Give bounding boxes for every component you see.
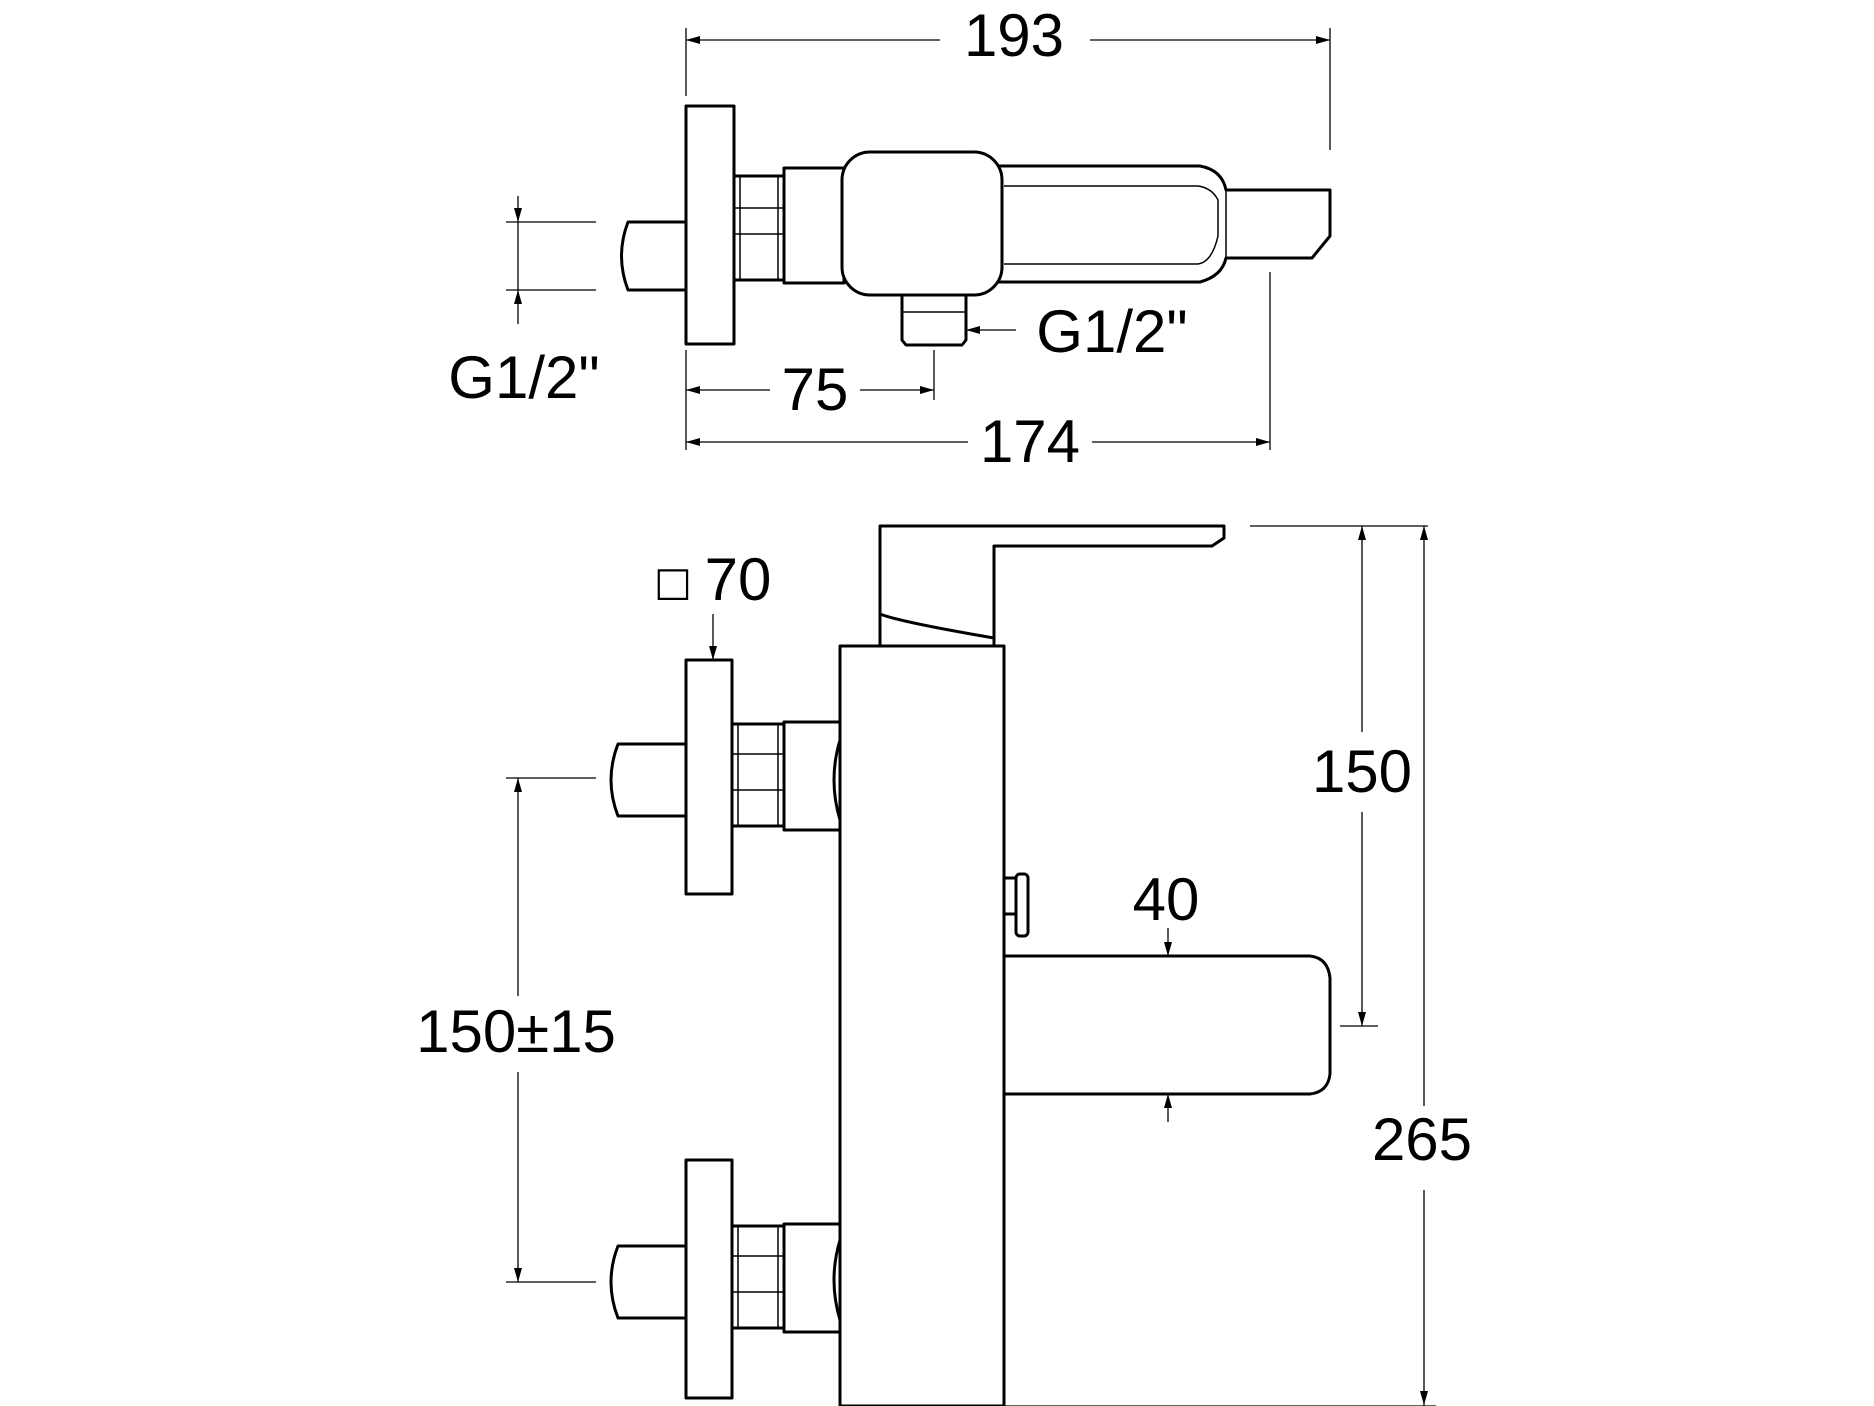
dim-spout-height-label: 150 [1312,738,1412,805]
front-diverter-stem [1002,876,1018,916]
front-spout [1002,954,1332,1096]
dim-75-label: 75 [782,356,849,423]
top-wall-flange [684,104,736,346]
front-main-body [838,644,1006,1406]
front-lower-inlet-stub [609,1244,688,1320]
front-lower-connector [782,1222,842,1334]
top-nut [732,174,786,282]
top-connector [782,166,846,285]
dim-outlet-thread-label: G1/2" [1036,298,1187,365]
top-view: 193 G1/2" G1/2" 75 174 [448,2,1332,475]
front-upper-inlet-stub [609,742,688,818]
dim-inlet-centers-label: 150±15 [416,998,616,1065]
top-inlet-stub [620,220,688,292]
front-upper-nut [730,722,786,828]
dim-174-label: 174 [980,408,1080,475]
front-lower-flange [684,1158,734,1400]
dim-spout-thickness-label: 40 [1133,866,1200,933]
front-diverter-knob [1014,872,1030,938]
dim-inlet-thread-label: G1/2" [448,344,599,411]
top-outlet [900,293,968,347]
top-spout [988,164,1332,284]
top-body [840,150,1004,297]
front-upper-flange [684,658,734,896]
front-view: □ 70 150±15 40 150 265 [416,524,1472,1406]
dim-193-label: 193 [964,2,1064,69]
dim-flange-symbol: □ [654,559,692,605]
dim-flange-size-label: 70 [705,546,772,613]
front-upper-connector [782,720,842,832]
front-lower-nut [730,1224,786,1330]
dim-overall-height-label: 265 [1372,1106,1472,1173]
front-lever-base [878,612,996,650]
